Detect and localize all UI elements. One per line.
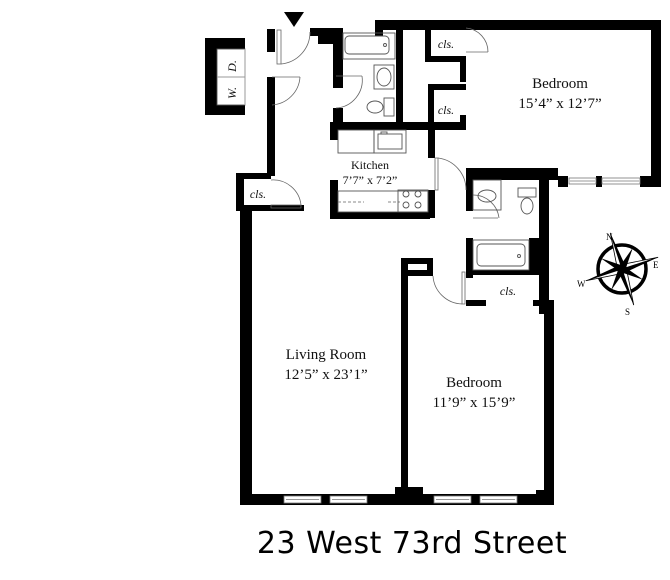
dryer-label: D. [225, 60, 239, 73]
closet-label: cls. [250, 187, 266, 201]
bedroom-1-name: Bedroom [532, 76, 588, 92]
closet-label: cls. [438, 103, 454, 117]
entry-arrow-icon [284, 12, 304, 27]
address-title: 23 West 73rd Street [257, 526, 567, 561]
compass-w-label: W [577, 279, 586, 289]
room-labels: D. W. cls. cls. cls. cls. Bedroom 15’4” … [225, 37, 602, 411]
compass-s-label: S [625, 307, 630, 317]
kitchen-dimensions: 7’7” x 7’2” [343, 173, 398, 187]
living-room-dimensions: 12’5” x 23’1” [284, 367, 367, 383]
living-room-name: Living Room [286, 347, 367, 363]
washer-label: W. [225, 87, 239, 99]
walls [205, 20, 661, 505]
windows [283, 177, 641, 504]
fixtures [216, 32, 537, 271]
compass-n-label: N [606, 232, 613, 242]
compass-rose-icon: N E S W [577, 232, 659, 317]
kitchen-name: Kitchen [351, 158, 389, 172]
bedroom-2-dimensions: 11’9” x 15’9” [433, 395, 516, 411]
compass-e-label: E [653, 260, 659, 270]
bedroom-1-dimensions: 15’4” x 12’7” [518, 96, 601, 112]
closet-label: cls. [500, 284, 516, 298]
closet-label: cls. [438, 37, 454, 51]
bedroom-2-name: Bedroom [446, 375, 502, 391]
